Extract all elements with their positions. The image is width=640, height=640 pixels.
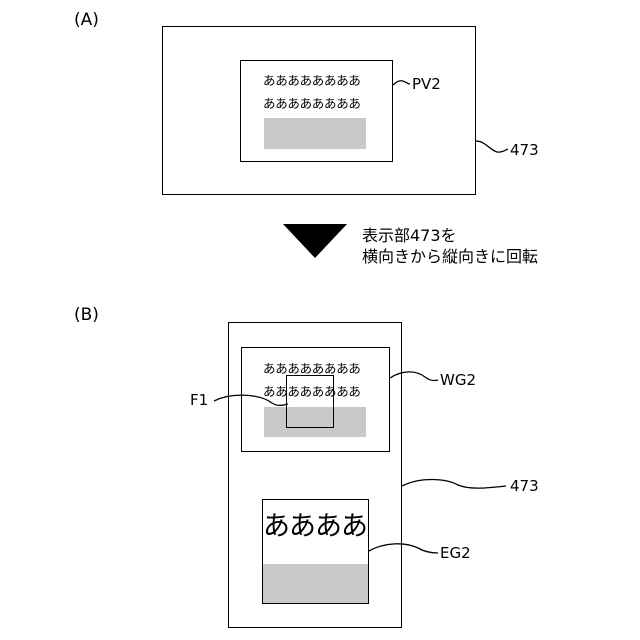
leader-line-473-b — [402, 480, 506, 489]
down-arrow-icon — [283, 224, 347, 258]
leader-line-wg2 — [390, 372, 438, 381]
leader-line-eg2 — [369, 544, 438, 553]
leader-line-f1 — [214, 395, 288, 405]
leader-line-pv2 — [393, 81, 410, 85]
leader-line-473-a — [476, 141, 508, 152]
